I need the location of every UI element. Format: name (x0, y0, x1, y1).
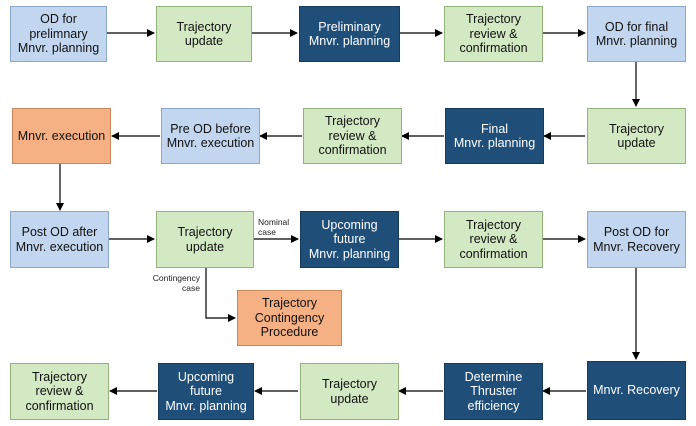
node-traj-update-2: Trajectory update (587, 108, 686, 164)
node-traj-update-3: Trajectory update (156, 211, 254, 268)
node-upcoming-planning-2: Upcoming future Mnvr. planning (158, 363, 254, 420)
label-contingency-case: Contingency case (152, 273, 200, 293)
node-od-prelim: OD for prelimnary Mnvr. planning (10, 6, 107, 62)
node-mnvr-execution: Mnvr. execution (12, 108, 111, 164)
arrow-traj-update-3-to-contingency (205, 268, 236, 322)
node-traj-review-4: Trajectory review & confirmation (10, 363, 109, 420)
node-post-od-recovery: Post OD for Mnvr. Recovery (587, 211, 686, 268)
node-od-final: OD for final Mnvr. planning (587, 6, 686, 62)
node-traj-review-1: Trajectory review & confirmation (444, 6, 543, 62)
node-post-od-exec: Post OD after Mnvr. execution (10, 211, 109, 268)
node-traj-review-2: Trajectory review & confirmation (303, 108, 402, 164)
node-traj-review-3: Trajectory review & confirmation (444, 211, 543, 268)
node-prelim-planning: Preliminary Mnvr. planning (299, 6, 400, 62)
label-nominal-case: Nominal case (258, 217, 290, 237)
node-mnvr-recovery: Mnvr. Recovery (587, 361, 686, 420)
node-contingency-procedure: Trajectory Contingency Procedure (237, 290, 342, 346)
node-traj-update-4: Trajectory update (300, 363, 399, 420)
node-traj-update-1: Trajectory update (156, 6, 252, 62)
node-final-planning: Final Mnvr. planning (445, 108, 544, 164)
node-upcoming-planning-1: Upcoming future Mnvr. planning (300, 211, 399, 268)
node-thruster-eff: Determine Thruster efficiency (444, 363, 543, 420)
node-pre-od: Pre OD before Mnvr. execution (161, 108, 260, 164)
